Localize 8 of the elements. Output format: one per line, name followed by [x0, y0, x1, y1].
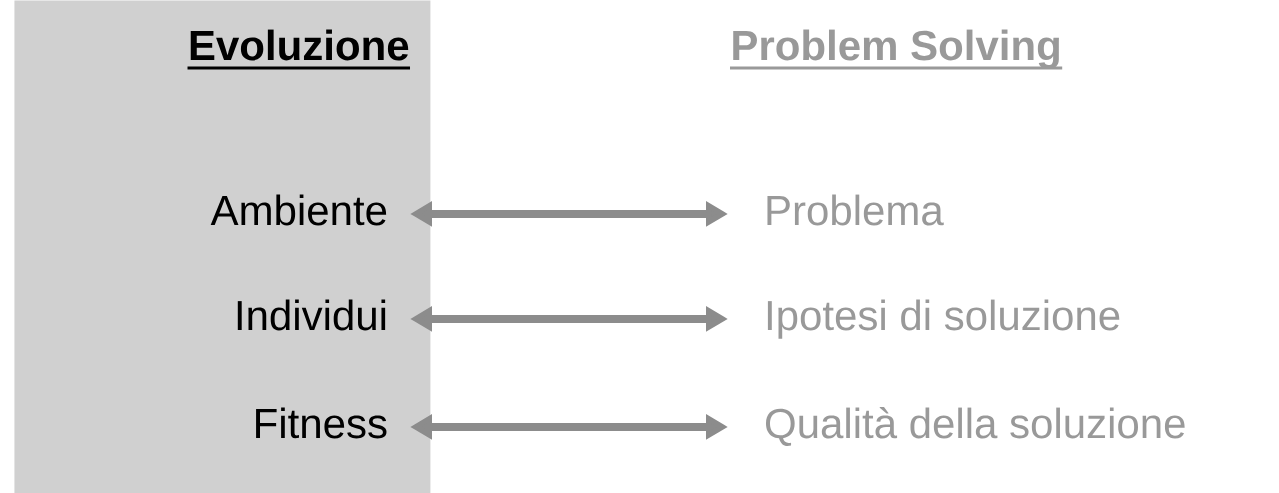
item-text: Qualità della soluzione: [766, 407, 1185, 446]
item-text: Ambiente: [210, 194, 387, 226]
item-text: Fitness: [256, 407, 387, 439]
item-text: Ipotesi di soluzione: [767, 299, 1120, 339]
column-heading: Problem Solving: [730, 29, 1063, 70]
item-text: Problema: [767, 194, 944, 226]
item-text: Individui: [237, 299, 386, 331]
panel-heading: Evoluzione: [187, 29, 410, 70]
